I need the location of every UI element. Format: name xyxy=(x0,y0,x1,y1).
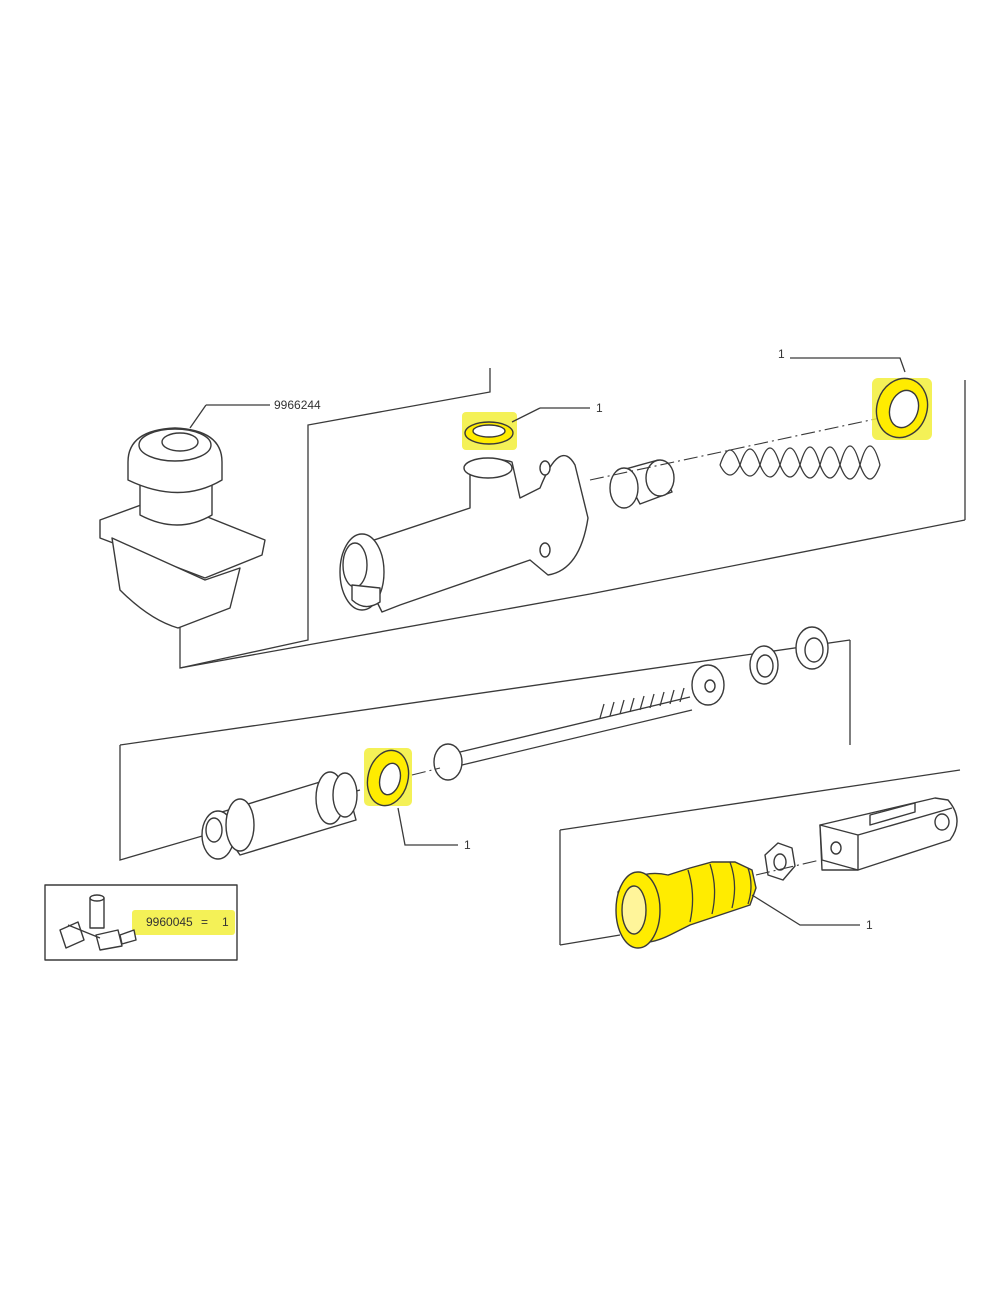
piston-seal-ref: 1 xyxy=(464,838,471,852)
repair-kit-box: 9960045 = 1 xyxy=(44,884,238,961)
kit-equals: = xyxy=(201,915,208,929)
upper-seal-ref: 1 xyxy=(596,401,603,415)
spring xyxy=(719,445,881,480)
reservoir-part-number: 9966244 xyxy=(274,398,321,412)
right-ring xyxy=(872,377,932,440)
lower-axis xyxy=(411,767,441,776)
lock-washer xyxy=(749,645,779,685)
hex-nut xyxy=(764,842,796,881)
upper-seal xyxy=(462,412,517,450)
washer xyxy=(691,664,725,706)
lower-ring xyxy=(795,626,829,670)
kit-part-number: 9960045 xyxy=(146,915,193,929)
piston-seal xyxy=(364,748,412,807)
reservoir-leader xyxy=(189,404,207,429)
fluid-reservoir xyxy=(99,427,266,629)
master-cylinder-body xyxy=(339,454,589,613)
upper-axis xyxy=(589,417,881,481)
right-ring-ref: 1 xyxy=(778,347,785,361)
sleeve xyxy=(609,459,675,509)
piston xyxy=(201,771,358,860)
boot-ref: 1 xyxy=(866,918,873,932)
kit-quantity: 1 xyxy=(222,915,229,929)
kit-parts-icon xyxy=(59,894,137,951)
upper-frame-lines xyxy=(179,368,966,669)
dust-boot xyxy=(615,861,757,949)
lower-frame-lines xyxy=(119,639,961,946)
clevis xyxy=(819,797,958,871)
push-rod xyxy=(433,687,693,781)
